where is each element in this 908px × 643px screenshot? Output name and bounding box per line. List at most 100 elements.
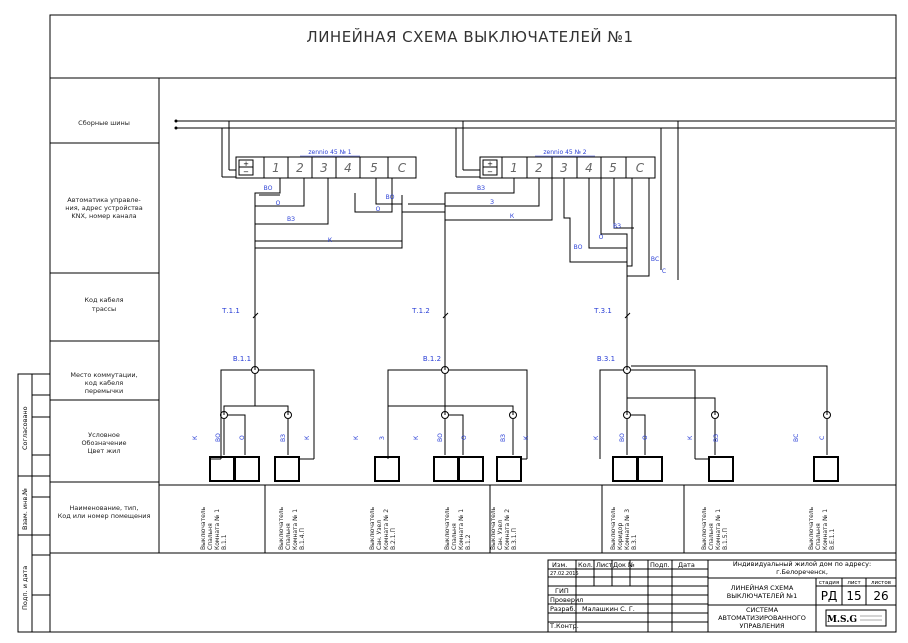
stamp-sheet-title-1: ЛИНЕЙНАЯ СХЕМА xyxy=(731,583,794,592)
device-1-name: zennio 45 № 1 xyxy=(308,149,351,156)
core-g2-3: К xyxy=(413,435,420,440)
stamp-h-izm: Изм. xyxy=(552,561,567,569)
device-2-cell-1: 1 xyxy=(510,161,518,175)
core-g1-2: ВО xyxy=(215,433,222,442)
row-label-symbol-2: Обозначение xyxy=(81,439,126,447)
stamp-role-dev: Разраб. xyxy=(550,605,576,613)
switch-name-8-line-3: Комната № 1 xyxy=(822,509,829,550)
title-block xyxy=(547,559,897,633)
stamp-stage: РД xyxy=(821,589,838,603)
switch-name-1-line-2: Спальня xyxy=(207,523,214,550)
core-g3-3: О xyxy=(642,435,649,440)
cable-markers xyxy=(252,312,631,319)
row-label-junction-1: Место коммутации, xyxy=(70,371,137,379)
d2-wire-vs: ВС xyxy=(651,256,659,263)
stamp-h-kol: Кол. xyxy=(578,561,593,569)
device-2: zennio 45 № 2 + − 1 2 3 4 5 С xyxy=(479,149,656,179)
junction-3: В.3.1 xyxy=(597,355,615,363)
stamp-sheet-title-2: ВЫКЛЮЧАТЕЛЕЙ №1 xyxy=(727,591,798,600)
device-2-cell-c: С xyxy=(636,161,645,175)
d1-wire-vz: ВЗ xyxy=(287,216,295,223)
switch-name-6-line-4: В.3.1 xyxy=(631,534,638,550)
switch-name-6-line-2: Коридор xyxy=(617,523,624,550)
row-label-cable-1: Код кабеля xyxy=(84,296,123,304)
switch-name-3-line-1: Выключатель xyxy=(369,506,376,550)
svg-text:+: + xyxy=(487,160,493,168)
device-1-cell-2: 2 xyxy=(296,161,304,175)
stamp-object-2: г.Белореченск, xyxy=(776,568,828,576)
device-1: zennio 45 № 1 + − 1 2 3 4 5 С xyxy=(235,149,417,179)
core-g1-3: О xyxy=(239,435,246,440)
core-g3-5: ВЗ xyxy=(713,434,720,442)
core-g2-6: ВЗ xyxy=(500,434,507,442)
device-1-cell-3: 3 xyxy=(320,161,328,175)
d2-wire-o: О xyxy=(599,234,604,241)
core-g3-1: К xyxy=(593,435,600,440)
side-label-replace: Взам. инв.№ xyxy=(21,488,29,530)
switch-name-1-line-4: В.1.1 xyxy=(221,534,228,550)
core-g2-4: ВО xyxy=(437,433,444,442)
stamp-system-1: СИСТЕМА xyxy=(746,606,779,614)
switch-name-7-line-3: Комната № 1 xyxy=(715,509,722,550)
cable-code-1: Т.1.1 xyxy=(221,307,240,315)
switch-name-8-line-2: Спальня xyxy=(815,523,822,550)
switch-name-5-line-4: В.3.1.П xyxy=(511,528,518,550)
core-g3-2: ВО xyxy=(619,433,626,442)
junction-1: В.1.1 xyxy=(233,355,251,363)
side-label-agreed: Согласовано xyxy=(21,406,29,450)
switch-name-7-line-4: В.1.5.П xyxy=(722,528,729,550)
switch-name-6-line-1: Выключатель xyxy=(610,506,617,550)
switch-name-3-line-3: Комната № 2 xyxy=(383,509,390,550)
core-g3-6: ВС xyxy=(793,434,800,442)
cable-code-3: Т.3.1 xyxy=(593,307,612,315)
wiring-device-1: ВО О ВЗ К ВО О xyxy=(254,178,445,370)
svg-text:−: − xyxy=(243,168,249,176)
core-g3-7: С xyxy=(819,436,826,440)
stamp-sheet: 15 xyxy=(846,589,861,603)
switch-name-1-line-1: Выключатель xyxy=(200,506,207,550)
d2-wire-vz2: ВЗ xyxy=(613,223,621,230)
switch-name-4-line-2: Спальня xyxy=(451,523,458,550)
core-g2-2: З xyxy=(379,436,386,440)
junction-network xyxy=(220,365,828,459)
switch-name-6-line-3: Комната № 3 xyxy=(624,509,631,550)
core-g1-1: К xyxy=(192,435,199,440)
side-label-sign: Подп. и дата xyxy=(21,566,29,610)
device-1-cell-1: 1 xyxy=(272,161,280,175)
core-labels: К ВО О ВЗ К К З К ВО О ВЗ К К ВО О К ВЗ … xyxy=(192,433,826,442)
switch-name-4-line-1: Выключатель xyxy=(444,506,451,550)
company-logo: M.S.G xyxy=(825,609,887,627)
drawing-frame xyxy=(49,14,897,633)
device-2-name: zennio 45 № 2 xyxy=(543,149,586,156)
device-1-cell-5: 5 xyxy=(370,161,378,175)
company-logo-text: M.S.G xyxy=(827,615,857,625)
row-label-automation-3: KNX, номер канала xyxy=(71,212,136,220)
stamp-h-sign: Подп. xyxy=(650,561,670,569)
d2-wire-s: С xyxy=(662,268,666,275)
d2-wire-bo: ВО xyxy=(574,244,583,251)
core-g2-1: К xyxy=(353,435,360,440)
stamp-role-tcontrol: Т.Контр. xyxy=(549,622,579,630)
d1-wire-o: О xyxy=(276,200,281,207)
switch-name-4-line-3: Комната № 1 xyxy=(458,509,465,550)
d2-wire-k: К xyxy=(510,213,515,220)
switch-name-5-line-3: Комната № 2 xyxy=(504,509,511,550)
bus-bars xyxy=(174,119,895,280)
switch-name-2-line-2: Спальня xyxy=(285,523,292,550)
stamp-h-doc: Док № xyxy=(613,561,635,569)
junction-2: В.1.2 xyxy=(423,355,441,363)
switch-name-8-line-4: В.Е.1.1 xyxy=(829,529,836,550)
stamp-date: 27.02.2015 xyxy=(550,571,579,577)
switch-name-5-line-1: Выключатель xyxy=(490,506,497,550)
switch-name-7-line-1: Выключатель xyxy=(701,506,708,550)
page-title: ЛИНЕЙНАЯ СХЕМА ВЫКЛЮЧАТЕЛЕЙ №1 xyxy=(306,27,633,46)
core-g2-7: К xyxy=(523,435,530,440)
stamp-sheets: 26 xyxy=(873,589,888,603)
switch-name-2-line-4: В.1.4.П xyxy=(299,528,306,550)
device-1-cell-c: С xyxy=(398,161,407,175)
row-label-junction-2: код кабеля xyxy=(85,379,124,387)
side-strip xyxy=(17,373,51,633)
switch-name-8-line-1: Выключатель xyxy=(808,506,815,550)
